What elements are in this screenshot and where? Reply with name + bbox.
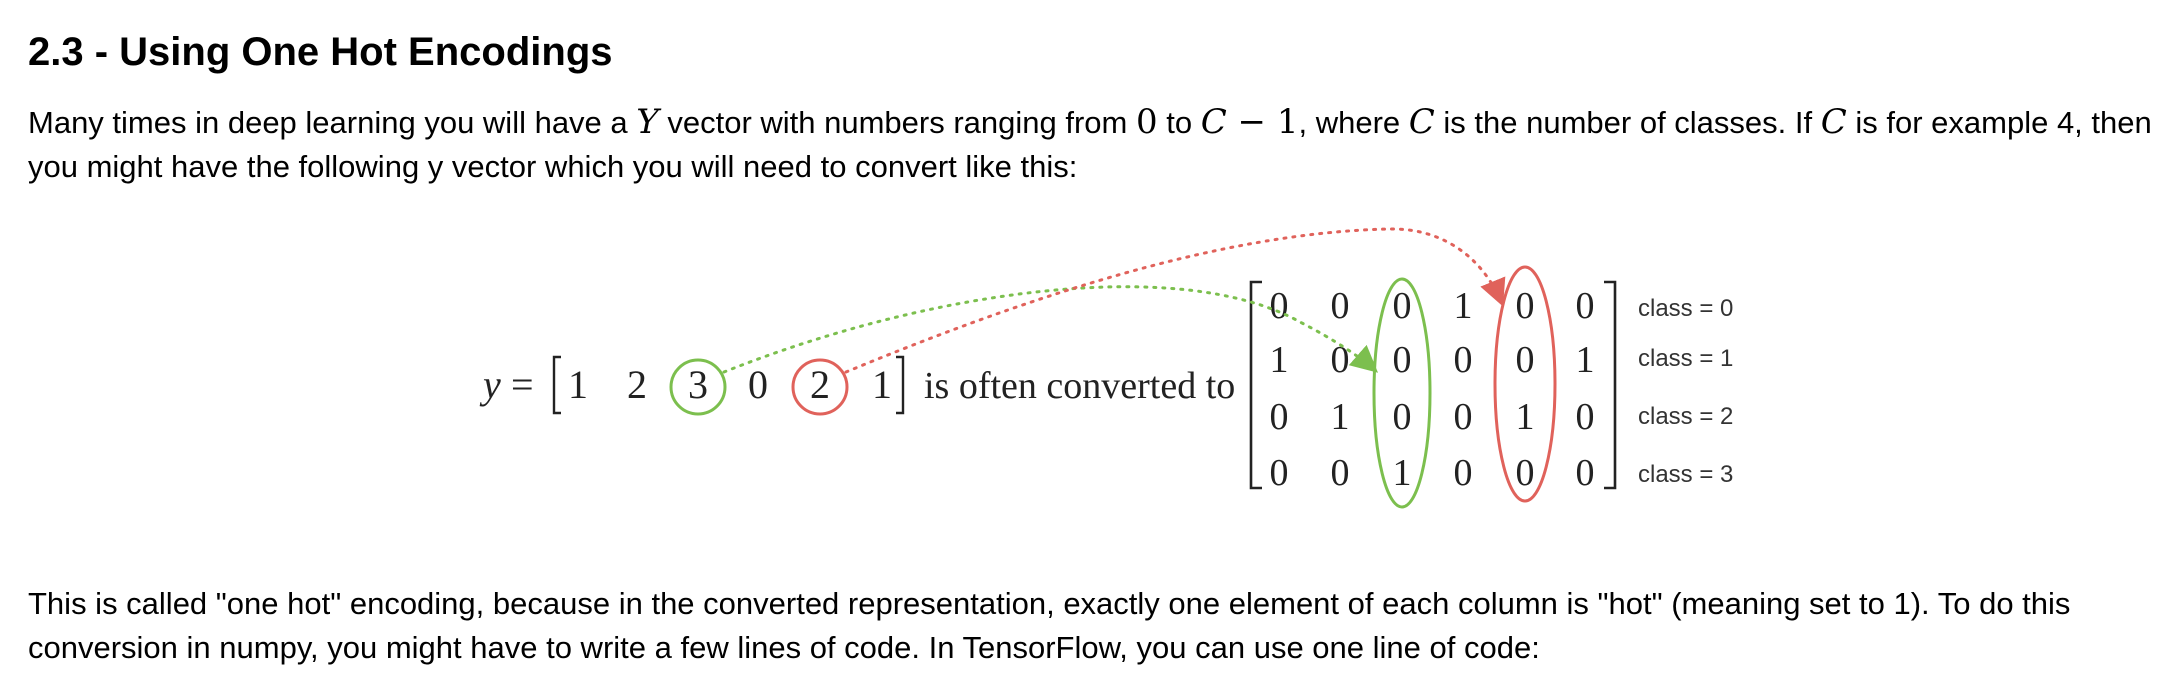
red-highlight-circle (791, 358, 849, 416)
math-zero: 0 (1135, 102, 1158, 142)
matrix-cell: 0 (1270, 285, 1289, 327)
matrix-cell: 1 (1393, 452, 1412, 494)
matrix-cell: 0 (1331, 339, 1350, 381)
y-value: 3 (688, 362, 708, 407)
intro-line-1: Many times in deep learning you will hav… (28, 100, 2168, 145)
math-minus-one: − 1 (1226, 102, 1299, 142)
matrix-cell: 0 (1331, 285, 1350, 327)
converted-text: is often converted to (924, 365, 1235, 407)
matrix-cell: 0 (1393, 339, 1412, 381)
class-label: class = 2 (1638, 403, 1733, 430)
matrix-cell: 0 (1576, 396, 1595, 438)
outro-line-1: This is called "one hot" encoding, becau… (28, 586, 2071, 621)
matrix-cell: 0 (1516, 452, 1535, 494)
equals-sign: = (511, 362, 534, 407)
math-C: C (1820, 102, 1847, 142)
matrix-cell: 0 (1576, 285, 1595, 327)
matrix-left-bracket (1249, 280, 1262, 490)
matrix-right-bracket (1604, 280, 1617, 490)
outro-line-2: conversion in numpy, you might have to w… (28, 630, 1540, 665)
y-value: 1 (872, 362, 892, 407)
intro-line-2: you might have the following y vector wh… (28, 149, 1078, 184)
y-value: 1 (568, 362, 588, 407)
matrix-cell: 0 (1516, 285, 1535, 327)
section-heading: 2.3 - Using One Hot Encodings (28, 30, 613, 74)
intro-text-2: vector with numbers ranging from (658, 105, 1136, 140)
green-column-ellipse (1372, 277, 1432, 509)
class-label: class = 1 (1638, 345, 1733, 372)
y-value: 0 (748, 362, 768, 407)
matrix-cell: 0 (1454, 396, 1473, 438)
class-label: class = 3 (1638, 461, 1733, 488)
matrix-cell: 1 (1454, 285, 1473, 327)
matrix-cell: 0 (1454, 339, 1473, 381)
matrix-cell: 0 (1270, 452, 1289, 494)
y-value: 2 (627, 362, 647, 407)
math-Y: Y (636, 102, 659, 142)
y-left-bracket (552, 355, 561, 415)
intro-paragraph: Many times in deep learning you will hav… (28, 100, 2168, 189)
matrix-cell: 0 (1576, 452, 1595, 494)
math-C: C (1200, 102, 1227, 142)
matrix-cell: 0 (1516, 339, 1535, 381)
green-highlight-circle (669, 358, 727, 416)
y-variable: y (479, 362, 501, 407)
class-label: class = 0 (1638, 295, 1733, 322)
matrix-cell: 0 (1270, 396, 1289, 438)
y-right-bracket (896, 355, 905, 415)
matrix-cell: 1 (1516, 396, 1535, 438)
outro-paragraph: This is called "one hot" encoding, becau… (28, 582, 2168, 670)
matrix-cell: 0 (1393, 285, 1412, 327)
matrix-cell: 1 (1576, 339, 1595, 381)
intro-text-1: Many times in deep learning you will hav… (28, 105, 637, 140)
matrix-cell: 1 (1270, 339, 1289, 381)
matrix-cell: 0 (1454, 452, 1473, 494)
red-dotted-arrow (844, 227, 1506, 374)
intro-text-3: to (1157, 105, 1201, 140)
intro-text-6: is for example 4, then (1846, 105, 2152, 140)
y-value: 2 (810, 362, 830, 407)
green-dotted-arrow (722, 285, 1379, 374)
intro-text-5: is the number of classes. If (1434, 105, 1821, 140)
matrix-cell: 0 (1393, 396, 1412, 438)
math-C: C (1408, 102, 1435, 142)
red-column-ellipse (1493, 265, 1557, 503)
intro-text-4: , where (1298, 105, 1409, 140)
matrix-cell: 1 (1331, 396, 1350, 438)
matrix-cell: 0 (1331, 452, 1350, 494)
